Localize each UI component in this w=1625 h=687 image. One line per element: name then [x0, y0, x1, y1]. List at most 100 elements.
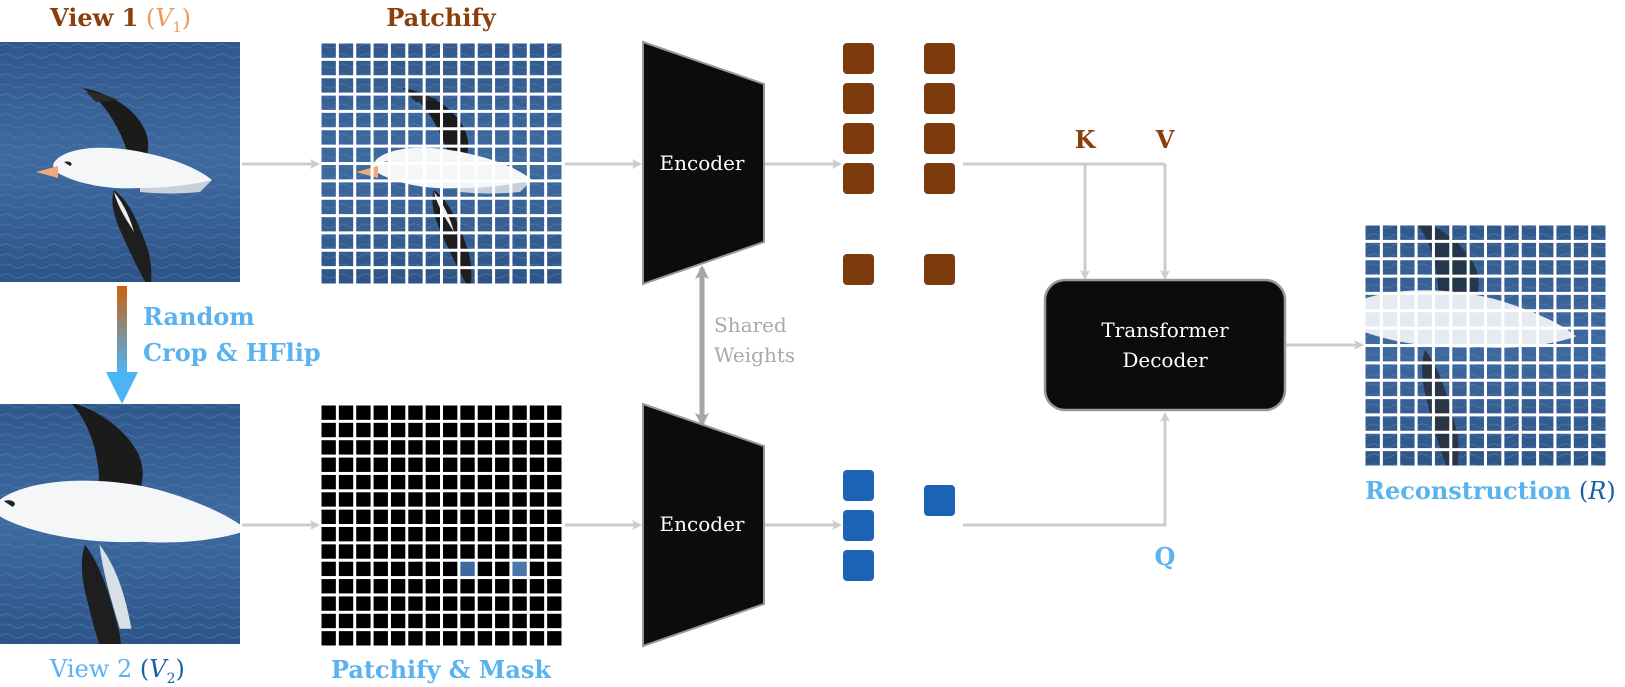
masked-patch — [356, 474, 371, 490]
masked-patch — [477, 544, 493, 559]
masked-patch — [373, 596, 388, 611]
masked-patch — [460, 405, 475, 420]
context-token — [843, 163, 874, 194]
masked-patch — [408, 492, 423, 507]
masked-patch — [443, 631, 458, 646]
masked-patch — [477, 440, 493, 455]
masked-patch — [495, 457, 510, 472]
reconstruction-symbol: (R) — [1578, 477, 1616, 505]
view2-word: View 2 — [50, 655, 133, 683]
masked-patch — [547, 596, 562, 611]
masked-patch — [425, 631, 440, 646]
masked-patch — [529, 509, 545, 524]
masked-patch — [512, 492, 527, 507]
masked-patch — [425, 492, 440, 507]
masked-patch — [356, 422, 371, 438]
masked-patch — [477, 457, 493, 472]
masked-patch — [390, 474, 406, 490]
masked-patch — [529, 492, 545, 507]
encoder-bottom-label: Encoder — [659, 512, 745, 536]
masked-patch — [547, 613, 562, 629]
masked-patch — [460, 509, 475, 524]
masked-patch — [495, 596, 510, 611]
masked-patch — [477, 422, 493, 438]
masked-patch — [390, 509, 406, 524]
masked-patch — [529, 457, 545, 472]
target-token — [843, 510, 874, 541]
context-token — [843, 43, 874, 74]
masked-patch — [512, 422, 527, 438]
masked-patch — [495, 422, 510, 438]
masked-patch — [512, 613, 527, 629]
masked-patch — [477, 596, 493, 611]
masked-patch — [390, 492, 406, 507]
masked-patch — [495, 613, 510, 629]
masked-patch — [321, 527, 336, 542]
masked-patch — [321, 596, 336, 611]
masked-patch — [321, 544, 336, 559]
masked-patch — [443, 405, 458, 420]
view2-symbol: (V2) — [139, 655, 185, 687]
masked-patch — [425, 561, 440, 577]
context-tokens — [843, 43, 955, 285]
encoder-bottom — [642, 402, 765, 648]
masked-patch — [443, 492, 458, 507]
masked-patch — [529, 527, 545, 542]
masked-patch — [321, 440, 336, 455]
masked-patch — [390, 422, 406, 438]
masked-patch — [321, 492, 336, 507]
masked-patch — [443, 527, 458, 542]
masked-patch — [338, 474, 354, 490]
masked-patch — [460, 631, 475, 646]
masked-patch — [373, 457, 388, 472]
masked-patch — [338, 492, 354, 507]
masked-patch — [321, 457, 336, 472]
masked-patch — [321, 631, 336, 646]
masked-patch — [529, 561, 545, 577]
masked-patch — [338, 544, 354, 559]
masked-patch — [425, 440, 440, 455]
masked-patch — [443, 561, 458, 577]
view2-label: View 2 (V2) — [50, 655, 185, 687]
masked-patch — [356, 405, 371, 420]
masked-patch — [425, 422, 440, 438]
visible-patch — [460, 561, 475, 577]
augmentation-arrow — [106, 286, 138, 404]
masked-patch — [477, 492, 493, 507]
arrow-q-to-decoder — [963, 412, 1170, 527]
masked-patch — [373, 509, 388, 524]
shared-weights-label-line1: Shared — [714, 313, 787, 337]
masked-patch — [373, 613, 388, 629]
masked-patch — [512, 579, 527, 594]
masked-patch — [495, 509, 510, 524]
masked-patch — [390, 613, 406, 629]
masked-patch — [390, 405, 406, 420]
masked-patch — [495, 474, 510, 490]
masked-patch — [408, 440, 423, 455]
context-token — [924, 254, 955, 285]
context-token — [924, 163, 955, 194]
masked-patch — [443, 440, 458, 455]
target-token — [843, 550, 874, 581]
masked-patch — [495, 492, 510, 507]
q-label: Q — [1154, 542, 1176, 571]
target-token — [924, 485, 955, 516]
masked-patch — [408, 613, 423, 629]
context-token — [924, 43, 955, 74]
masked-patch — [425, 509, 440, 524]
masked-patch — [408, 422, 423, 438]
masked-patch — [356, 596, 371, 611]
masked-patch — [373, 631, 388, 646]
v-label: V — [1155, 125, 1175, 154]
patch-grid — [318, 40, 565, 287]
view1-symbol: (V1) — [145, 4, 191, 36]
masked-patch — [408, 561, 423, 577]
masked-patch — [547, 509, 562, 524]
masked-patch — [547, 440, 562, 455]
masked-patch — [529, 422, 545, 438]
masked-patch — [373, 527, 388, 542]
reconstruction-word: Reconstruction — [1365, 476, 1572, 505]
masked-patch — [338, 422, 354, 438]
masked-patch — [338, 457, 354, 472]
masked-patch — [408, 474, 423, 490]
